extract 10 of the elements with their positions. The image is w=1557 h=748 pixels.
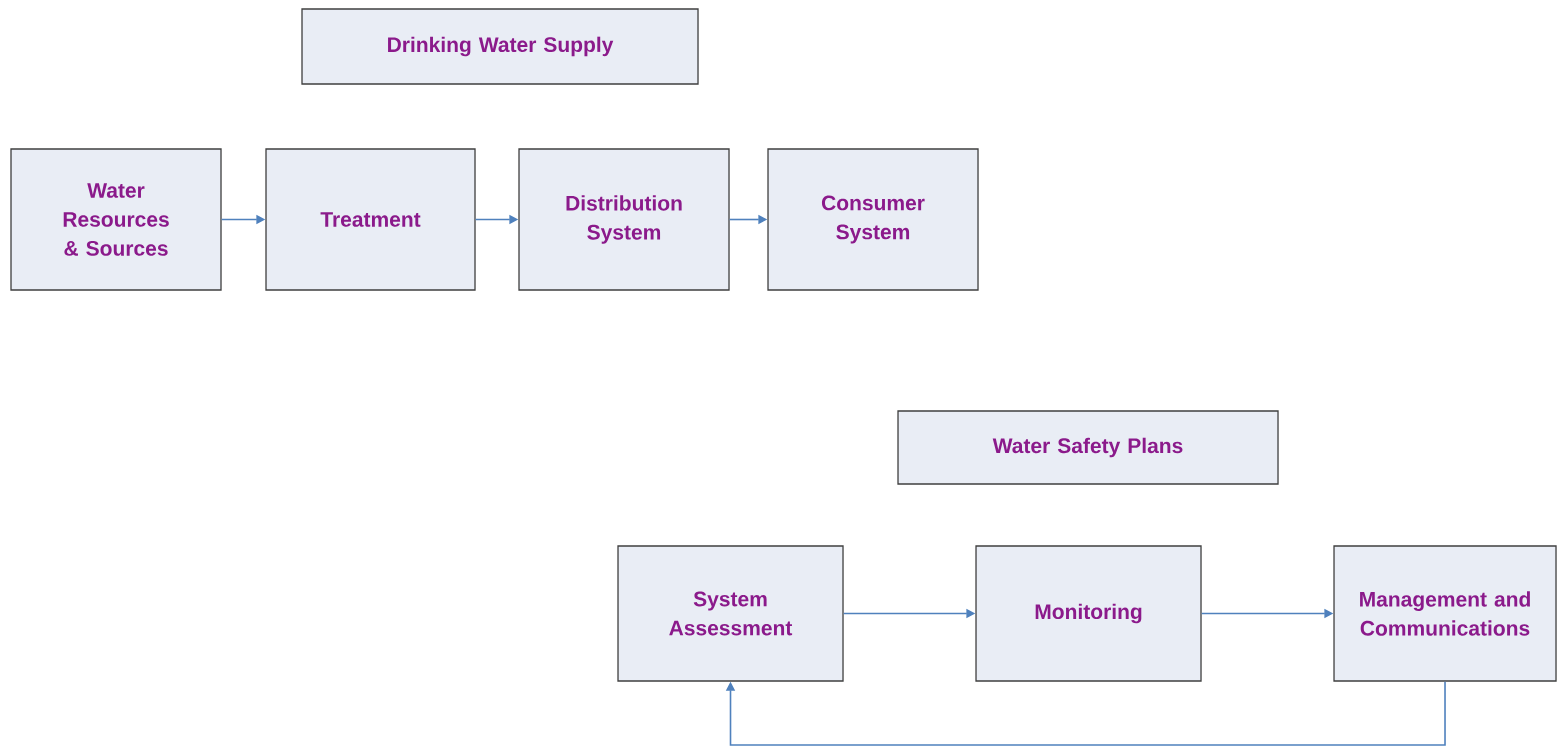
process-box: Treatment (265, 148, 476, 291)
process-box: Drinking Water Supply (301, 8, 699, 85)
process-box: System Assessment (617, 545, 844, 682)
process-box: Water Resources & Sources (10, 148, 222, 291)
process-box: Distribution System (518, 148, 730, 291)
process-box: Management and Communications (1333, 545, 1557, 682)
process-box: Monitoring (975, 545, 1202, 682)
process-box: Consumer System (767, 148, 979, 291)
arrow (725, 680, 1446, 746)
process-box: Water Safety Plans (897, 410, 1279, 485)
